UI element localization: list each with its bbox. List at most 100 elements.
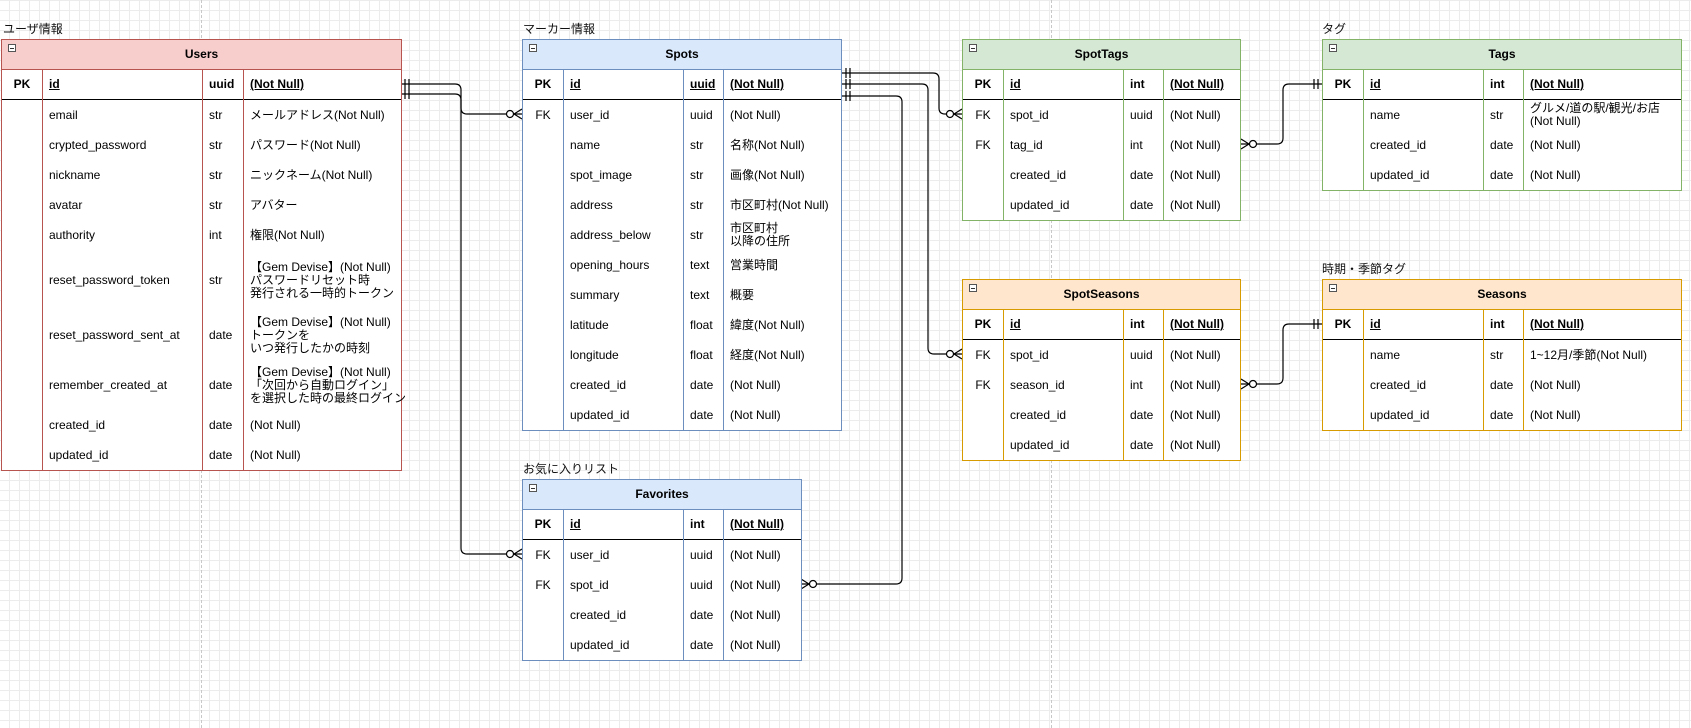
entity-title[interactable]: Seasons — [1323, 280, 1681, 310]
collapse-icon[interactable] — [969, 284, 977, 292]
column-name: crypted_password — [49, 137, 147, 152]
entity-title[interactable]: Spots — [523, 40, 841, 70]
column-divider — [1483, 309, 1484, 430]
collapse-icon[interactable] — [1329, 284, 1337, 292]
key-cell — [963, 400, 1003, 430]
collapse-icon[interactable] — [529, 484, 537, 492]
column-type: date — [1130, 407, 1154, 422]
column-name: email — [49, 107, 78, 122]
column-name: spot_image — [570, 167, 633, 182]
relation-seasons-spotseasons[interactable] — [1241, 323, 1322, 385]
entity-title[interactable]: SpotTags — [963, 40, 1240, 70]
entity-title[interactable]: SpotSeasons — [963, 280, 1240, 310]
column-name: opening_hours — [570, 257, 650, 272]
column-name: created_id — [1370, 377, 1427, 392]
column-name: avatar — [49, 197, 83, 212]
relation-tags-spottags[interactable] — [1241, 83, 1322, 145]
column-name: nickname — [49, 167, 101, 182]
column-name: latitude — [570, 317, 609, 332]
column-name: user_id — [570, 107, 610, 122]
entity-title[interactable]: Users — [2, 40, 401, 70]
relation-users-spots[interactable] — [402, 83, 522, 115]
column-divider — [42, 69, 43, 470]
collapse-icon[interactable] — [1329, 44, 1337, 52]
collapse-icon[interactable] — [969, 44, 977, 52]
entity-title[interactable]: Favorites — [523, 480, 801, 510]
relation-users-favorites[interactable] — [402, 93, 522, 555]
entity-title[interactable]: Tags — [1323, 40, 1681, 70]
column-name: summary — [570, 287, 620, 302]
column-name: updated_id — [1370, 167, 1430, 182]
column-note: (Not Null) — [250, 417, 301, 432]
column-note: アバター — [250, 197, 298, 212]
collapse-icon[interactable] — [529, 44, 537, 52]
column-note: (Not Null) — [1170, 137, 1221, 152]
key-cell: PK — [1334, 77, 1352, 91]
column-name: created_id — [570, 607, 627, 622]
key-cell: FK — [535, 577, 551, 592]
column-name: reset_password_token — [49, 272, 170, 287]
relation-spots-favorites[interactable] — [801, 95, 903, 585]
collapse-icon[interactable] — [8, 44, 16, 52]
column-note: (Not Null) — [730, 577, 781, 592]
relation-spots-spotseasons[interactable] — [842, 83, 962, 355]
relation-spots-spottags[interactable] — [842, 72, 962, 115]
column-type: text — [690, 287, 710, 302]
column-divider — [563, 509, 564, 660]
